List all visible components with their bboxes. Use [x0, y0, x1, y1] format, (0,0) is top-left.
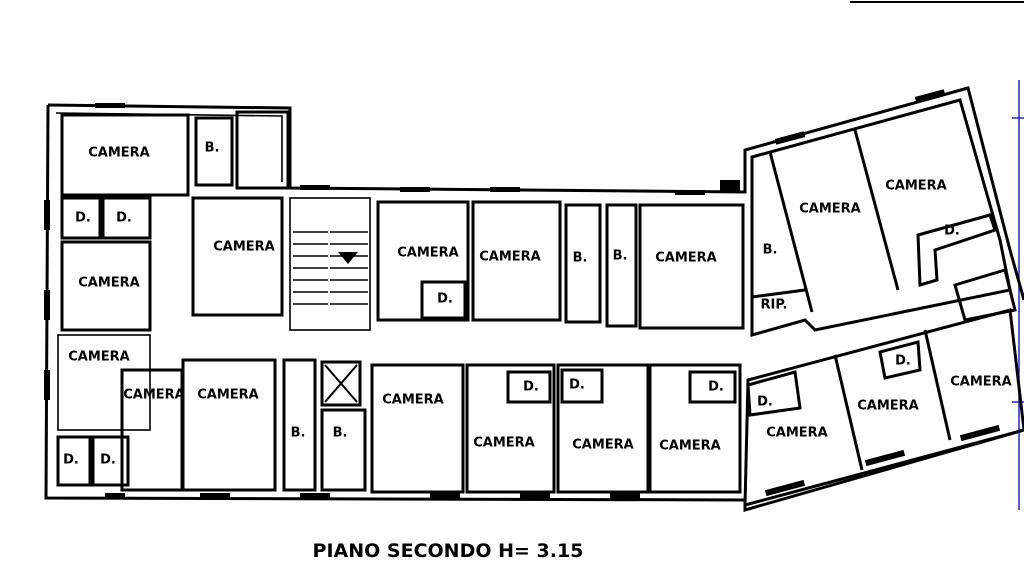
room-label: CAMERA — [123, 388, 185, 403]
room-label: CAMERA — [799, 202, 861, 217]
room-label: CAMERA — [397, 246, 459, 261]
room-label: CAMERA — [950, 375, 1012, 390]
room-label: D. — [116, 211, 132, 226]
room-label: CAMERA — [78, 276, 140, 291]
room-label: D. — [569, 378, 585, 393]
stair-arrow-icon — [338, 252, 358, 264]
room-label: CAMERA — [68, 350, 130, 365]
room-label: D. — [75, 211, 91, 226]
room-label: D. — [944, 224, 960, 239]
room-label: CAMERA — [382, 393, 444, 408]
room-label: D. — [437, 292, 453, 307]
room-label: CAMERA — [572, 438, 634, 453]
room-label: CAMERA — [659, 439, 721, 454]
room-label: CAMERA — [197, 388, 259, 403]
room-label: D. — [757, 395, 773, 410]
room-label: D. — [100, 453, 116, 468]
room-label: CAMERA — [88, 146, 150, 161]
room-labels: CAMERA D. D. CAMERA CAMERA CAMERA D. D. … — [63, 141, 1012, 468]
room-label: B. — [573, 251, 588, 266]
room-label: D. — [708, 380, 724, 395]
room-label: B. — [205, 141, 220, 156]
room-label: CAMERA — [655, 251, 717, 266]
room-label: B. — [763, 243, 778, 258]
room-label: D. — [523, 380, 539, 395]
interior-walls — [56, 110, 745, 494]
room-label: CAMERA — [857, 399, 919, 414]
room-label: CAMERA — [766, 426, 828, 441]
room-label: CAMERA — [213, 240, 275, 255]
room-label: D. — [895, 354, 911, 369]
room-label: CAMERA — [479, 250, 541, 265]
right-wing-walls — [743, 89, 1024, 507]
room-label: RIP. — [761, 298, 788, 313]
room-label: B. — [333, 426, 348, 441]
plan-title: PIANO SECONDO H= 3.15 — [313, 540, 584, 562]
room-label: D. — [63, 453, 79, 468]
room-label: CAMERA — [473, 436, 535, 451]
room-label: CAMERA — [885, 179, 947, 194]
room-label: B. — [291, 426, 306, 441]
room-label: B. — [613, 249, 628, 264]
